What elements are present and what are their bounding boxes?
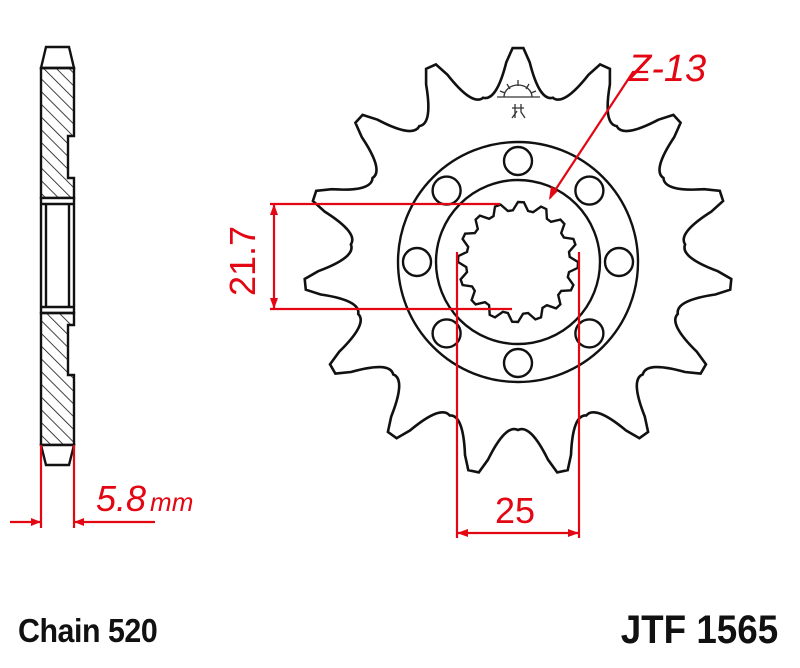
bolt-hole — [431, 318, 462, 349]
bolt-hole — [401, 246, 433, 278]
side-profile — [39, 45, 76, 467]
spline-dimensions — [270, 70, 648, 538]
bolt-hole — [431, 175, 462, 206]
bolt-hole — [603, 246, 635, 278]
bolt-circle-outer — [396, 140, 640, 384]
spline-bore — [456, 200, 580, 324]
thickness-value: 5.8 — [96, 478, 147, 519]
thickness-unit: mm — [150, 487, 194, 517]
spline-width-label: 25 — [495, 490, 536, 531]
teeth-count-label: Z-13 — [628, 48, 707, 90]
bolt-hole — [574, 175, 605, 206]
part-number-label: JTF 1565 — [620, 608, 778, 652]
hub-inner-ring — [434, 178, 602, 346]
bolt-hole — [502, 145, 534, 177]
bolt-holes — [401, 145, 635, 379]
thickness-dimension — [10, 445, 155, 528]
spline-height-label: 21.7 — [222, 225, 263, 296]
sprocket-outline — [303, 46, 733, 474]
manufacturer-logo-icon — [497, 80, 540, 119]
bolt-hole — [502, 347, 534, 379]
chain-size-label: Chain 520 — [18, 612, 158, 649]
bolt-hole — [574, 318, 605, 349]
